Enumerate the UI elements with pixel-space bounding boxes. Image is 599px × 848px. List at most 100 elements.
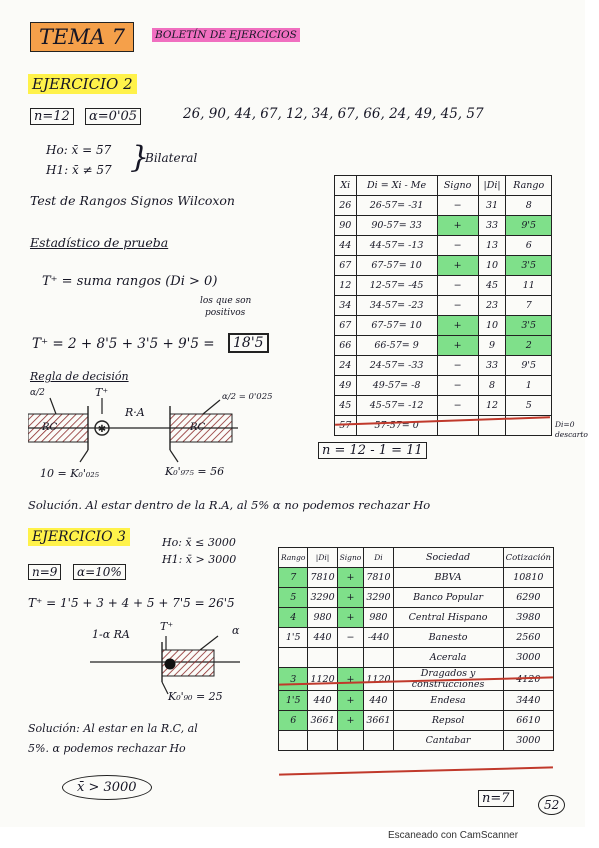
ex2-tplus-def: T⁺ = suma rangos (Di > 0) — [42, 274, 218, 289]
table-cell: + — [336, 567, 365, 588]
table-cell: 3440 — [502, 690, 555, 711]
table-cell — [307, 730, 338, 751]
table-header: |Di| — [307, 547, 338, 568]
ex2-estadistico: Estadístico de prueba — [30, 235, 169, 250]
table-cell: 6 — [277, 710, 309, 731]
ex2-di0-note: Di=0 descarto — [555, 420, 588, 439]
table-cell: 10 — [477, 315, 507, 336]
table-cell — [505, 415, 552, 436]
ex3-final-answer: x̄ > 3000 — [62, 775, 152, 800]
table-cell: 90-57= 33 — [355, 215, 438, 236]
table-cell: 5 — [505, 395, 552, 416]
table-cell: 9'5 — [505, 215, 552, 236]
table-cell: 66-57= 9 — [355, 335, 438, 356]
table-cell: 49-57= -8 — [355, 375, 438, 396]
table-header: Signo — [436, 175, 479, 196]
table-cell: 23 — [477, 295, 507, 316]
table-cell: 9'5 — [505, 355, 552, 376]
table-cell: 8 — [505, 195, 552, 216]
ex3-alpha-box: α=10% — [73, 564, 126, 580]
table-cell: 3980 — [502, 607, 555, 628]
table-cell: + — [436, 335, 479, 356]
table-header: Cotización — [502, 547, 555, 568]
table-header: Sociedad — [392, 547, 504, 568]
table-cell: 12-57= -45 — [355, 275, 438, 296]
table-cell: 12 — [334, 275, 357, 296]
table-cell: 44 — [334, 235, 357, 256]
table-cell: + — [336, 690, 365, 711]
table-cell: 67 — [334, 315, 357, 336]
table-cell: − — [436, 295, 479, 316]
table-cell — [363, 730, 394, 751]
table-header: Di = Xi - Me — [355, 175, 438, 196]
ex2-h0: Ho: x̄ = 57 — [46, 143, 112, 157]
table-cell: Banesto — [392, 627, 504, 648]
table-cell: BBVA — [392, 567, 504, 588]
table-cell: 7 — [277, 567, 309, 588]
ex2-tplus-result: 18'5 — [228, 333, 269, 353]
tema-title: TEMA 7 — [30, 22, 135, 52]
table-cell: + — [436, 255, 479, 276]
diag-tplus-label: T⁺ — [95, 386, 109, 399]
svg-text:✱: ✱ — [98, 424, 106, 435]
table-cell: 3661 — [307, 710, 338, 731]
ex3-n-final: n=7 — [478, 790, 514, 807]
table-cell: 5 — [277, 587, 309, 608]
ex2-regla: Regla de decisión — [30, 370, 129, 383]
table-cell: 980 — [363, 607, 394, 628]
table-cell: + — [436, 315, 479, 336]
notebook-page: TEMA 7 BOLETÍN DE EJERCICIOS EJERCICIO 2… — [28, 22, 588, 815]
brace-icon: } — [130, 140, 150, 175]
ex3-tplus-calc: T⁺ = 1'5 + 3 + 4 + 5 + 7'5 = 26'5 — [28, 596, 235, 610]
table-cell — [477, 415, 507, 436]
table-cell — [336, 647, 365, 668]
page-number: 52 — [538, 795, 566, 815]
ex2-heading: EJERCICIO 2 — [28, 74, 137, 94]
k-arrow — [161, 681, 169, 695]
table-cell: 13 — [477, 235, 507, 256]
ex3-h0: Ho: x̄ ≤ 3000 — [162, 536, 236, 549]
table-header-row: Rango |Di| Signo Di Sociedad Cotización — [277, 547, 555, 568]
ex2-test-name: Test de Rangos Signos Wilcoxon — [30, 193, 235, 208]
ex3-solucion-2: 5%. α podemos rechazar Ho — [28, 742, 186, 755]
table-cell: 12 — [477, 395, 507, 416]
table-header-row: Xi Di = Xi - Me Signo |Di| Rango — [334, 175, 552, 196]
table-cell: 1 — [505, 375, 552, 396]
table-cell: 7810 — [307, 567, 338, 588]
table-cell: -440 — [363, 627, 394, 648]
ex2-tplus-calc: T⁺ = 2 + 8'5 + 3'5 + 9'5 = — [32, 336, 215, 352]
table-cell: 3000 — [502, 647, 555, 668]
table-cell: + — [336, 710, 365, 731]
alpha-right-arrow — [202, 399, 221, 415]
ex2-n-box: n=12 — [30, 108, 74, 125]
table-cell: Cantabar — [392, 730, 504, 751]
table-cell: 31 — [477, 195, 507, 216]
table-cell: Endesa — [392, 690, 504, 711]
table-cell: Repsol — [392, 710, 504, 731]
table-cell: + — [336, 607, 365, 628]
table-cell: − — [436, 355, 479, 376]
table-cell: 440 — [307, 627, 338, 648]
ex2-alpha-box: α=0'05 — [85, 108, 142, 125]
table-cell: − — [436, 235, 479, 256]
table-cell: 7 — [505, 295, 552, 316]
table-cell: 10 — [477, 255, 507, 276]
table-cell: 3000 — [502, 730, 555, 751]
table-cell: 6610 — [502, 710, 555, 731]
diag-alpha-right-label: α/2 = 0'025 — [222, 392, 273, 402]
table-cell — [363, 647, 394, 668]
table-cell: 26-57= -31 — [355, 195, 438, 216]
table-header: Xi — [334, 175, 357, 196]
table-header: |Di| — [477, 175, 507, 196]
table-cell: + — [436, 215, 479, 236]
table-cell: 440 — [307, 690, 338, 711]
